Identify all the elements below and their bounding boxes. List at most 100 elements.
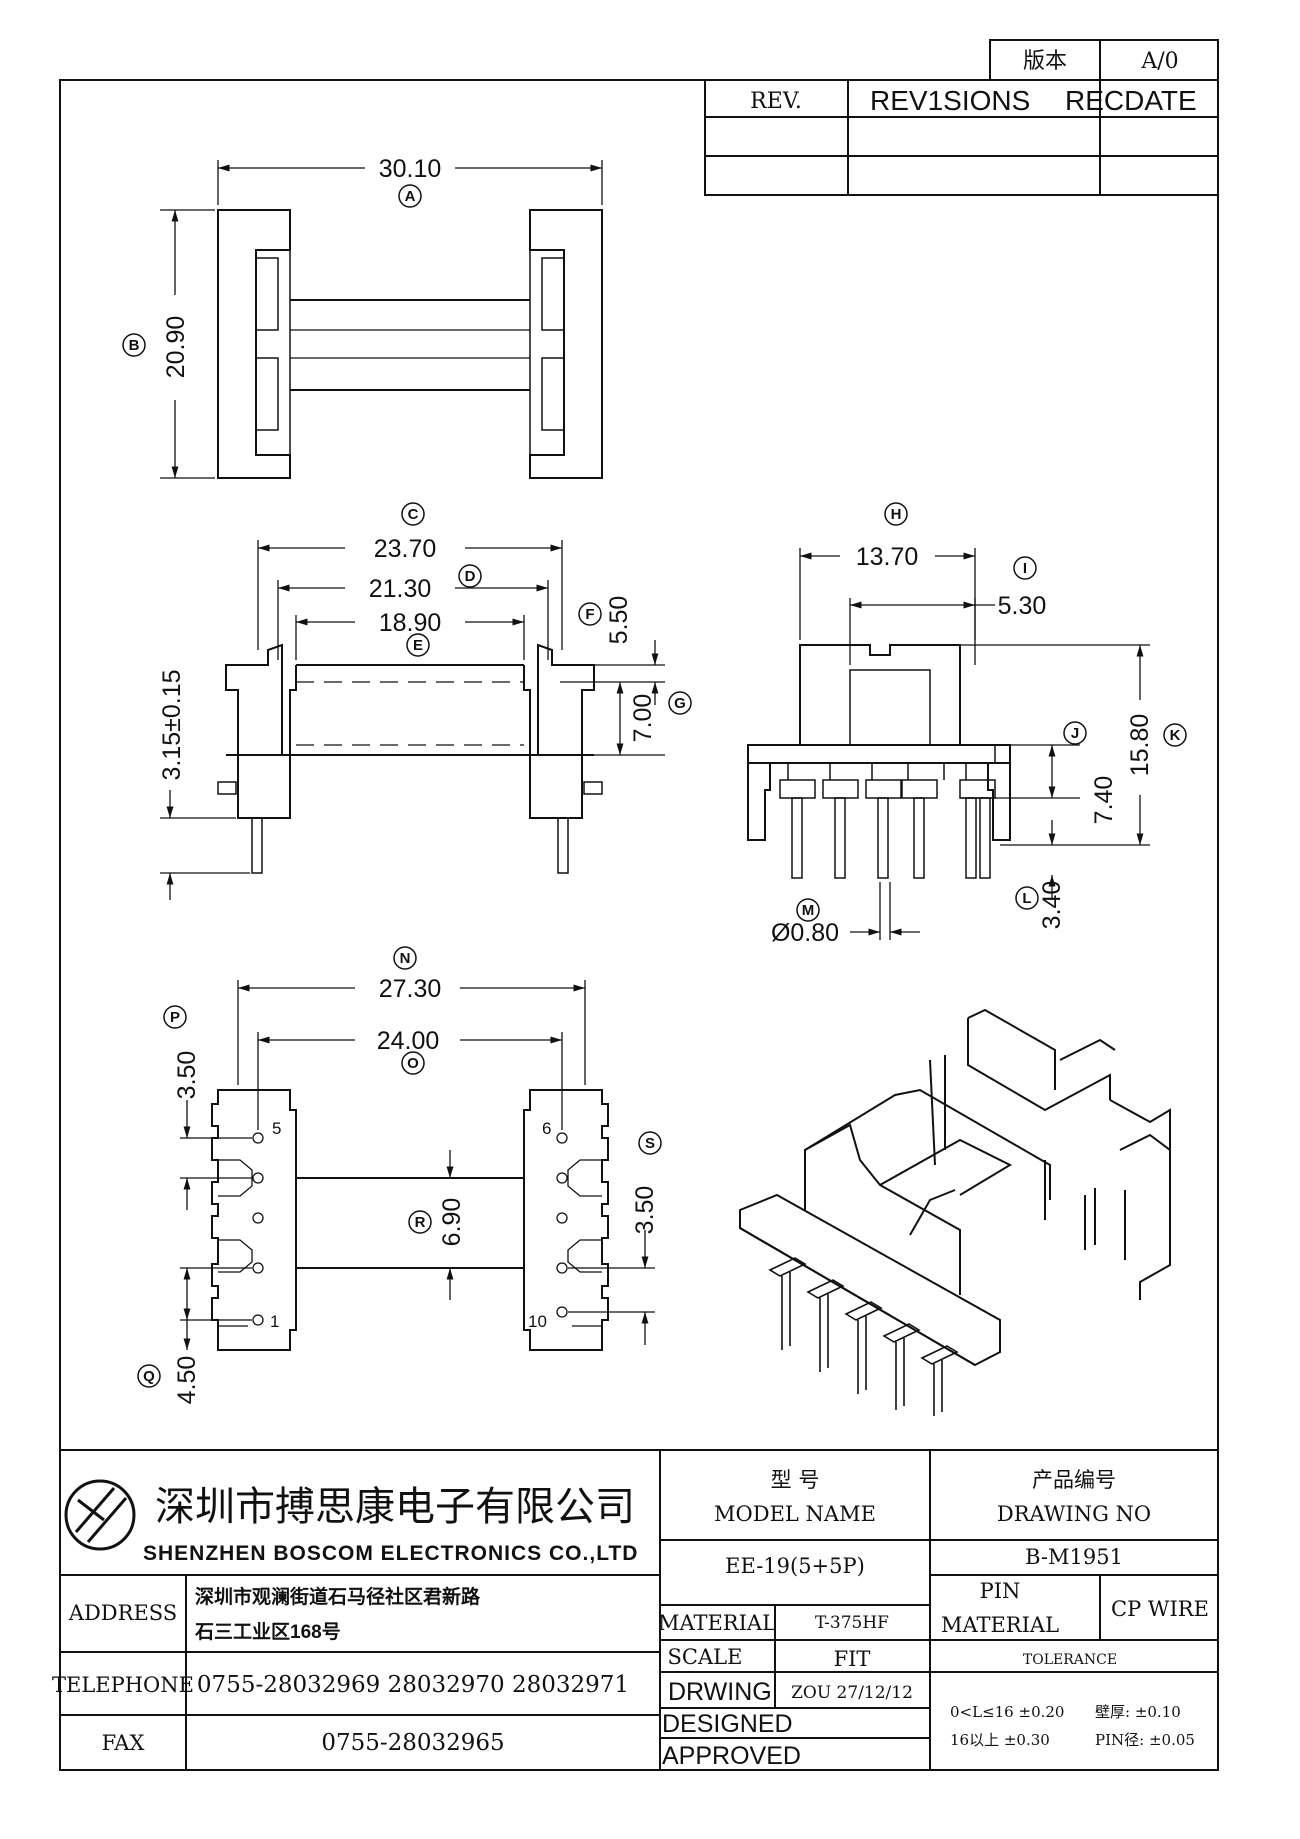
marker-a: A <box>398 184 422 208</box>
tolerance-label: TOLERANCE <box>1023 1652 1117 1668</box>
svg-text:F: F <box>585 606 594 623</box>
model-value: EE-19(5+5P) <box>725 1554 865 1578</box>
telephone-value: 0755-28032969 28032970 28032971 <box>197 1672 629 1698</box>
dim-r-value: 6.90 <box>438 1198 466 1247</box>
scale-label: SCALE <box>668 1645 743 1669</box>
marker-l: L <box>1015 886 1039 910</box>
svg-text:M: M <box>802 902 815 919</box>
version-label: 版本 <box>1023 49 1067 74</box>
svg-text:E: E <box>413 637 423 654</box>
marker-r: R <box>408 1210 432 1234</box>
svg-text:H: H <box>891 506 902 523</box>
recdate-label: RECDATE <box>1065 85 1197 116</box>
material-label: MATERIAL <box>658 1611 776 1635</box>
marker-k: K <box>1163 723 1187 747</box>
drawing-border <box>59 79 1219 1771</box>
tolerance-line-1a: 0<L≤16 ±0.20 <box>950 1703 1064 1721</box>
telephone-label: TELEPHONE <box>52 1673 194 1697</box>
fax-label: FAX <box>102 1731 145 1755</box>
company-name-cn: 深圳市搏思康电子有限公司 <box>155 1485 635 1529</box>
marker-g: G <box>668 691 692 715</box>
svg-text:N: N <box>400 950 411 967</box>
pin-6-label: 6 <box>542 1119 551 1138</box>
isometric-view[interactable] <box>739 1008 1171 1416</box>
pin-material-value: CP WIRE <box>1111 1597 1209 1621</box>
dim-n-value: 27.30 <box>379 975 442 1003</box>
pin-material-label-1: PIN <box>980 1579 1021 1603</box>
tolerance-line-2a: 16以上 ±0.30 <box>950 1731 1050 1749</box>
tolerance-line-2b: PIN径: ±0.05 <box>1095 1731 1195 1749</box>
svg-text:Q: Q <box>143 1368 155 1385</box>
svg-text:B: B <box>129 337 140 354</box>
dim-pin-tolerance: 3.15±0.15 <box>158 669 186 780</box>
address-line-1: 深圳市观澜街道石马径社区君新路 <box>195 1585 481 1608</box>
svg-text:G: G <box>674 695 686 712</box>
company-name-en: SHENZHEN BOSCOM ELECTRONICS CO.,LTD <box>143 1542 638 1565</box>
marker-s: S <box>638 1131 662 1155</box>
marker-n: N <box>393 946 417 970</box>
approved-label: APPROVED <box>662 1742 801 1770</box>
svg-text:O: O <box>407 1055 419 1072</box>
svg-text:I: I <box>1023 560 1027 577</box>
marker-p: P <box>163 1005 187 1029</box>
marker-j: J <box>1063 721 1087 745</box>
scale-value: FIT <box>834 1647 871 1671</box>
front-view <box>747 644 1011 879</box>
drwing-value: ZOU 27/12/12 <box>791 1683 913 1703</box>
svg-text:C: C <box>408 506 419 523</box>
marker-e: E <box>406 633 430 657</box>
svg-text:P: P <box>170 1009 180 1026</box>
dim-k-value: 15.80 <box>1126 714 1154 777</box>
svg-text:A: A <box>405 188 416 205</box>
dim-b-value: 20.90 <box>162 316 190 379</box>
dim-s-value: 3.50 <box>631 1186 659 1235</box>
dim-f-value: 5.50 <box>605 596 633 645</box>
side-view <box>217 643 603 874</box>
svg-text:J: J <box>1071 725 1079 742</box>
svg-text:R: R <box>415 1214 426 1231</box>
marker-m: M <box>796 898 820 922</box>
rev-label: REV. <box>750 89 802 114</box>
marker-d: D <box>458 564 482 588</box>
pin-5-label: 5 <box>272 1119 281 1138</box>
address-label: ADDRESS <box>68 1601 177 1625</box>
dim-a-value: 30.10 <box>379 155 442 183</box>
svg-text:D: D <box>465 568 476 585</box>
dim-e-value: 18.90 <box>379 609 442 637</box>
tolerance-line-1b: 壁厚: ±0.10 <box>1095 1703 1181 1721</box>
marker-i: I <box>1013 556 1037 580</box>
marker-h: H <box>884 502 908 526</box>
version-value: A/0 <box>1140 49 1178 74</box>
fax-value: 0755-28032965 <box>321 1730 504 1756</box>
marker-b: B <box>122 333 146 357</box>
dim-p-value: 3.50 <box>173 1051 201 1100</box>
marker-c: C <box>401 502 425 526</box>
company-logo-icon <box>64 1479 136 1551</box>
model-label-cn: 型 号 <box>771 1468 820 1492</box>
svg-text:K: K <box>1170 727 1181 744</box>
address-line-2: 石三工业区168号 <box>194 1621 341 1643</box>
dim-g-value: 7.00 <box>629 694 657 743</box>
dim-m-value: Ø0.80 <box>771 919 839 947</box>
pin-10-label: 10 <box>528 1312 547 1331</box>
dim-h-value: 13.70 <box>856 543 919 571</box>
model-label-en: MODEL NAME <box>714 1502 876 1526</box>
drawing-label-cn: 产品编号 <box>1032 1468 1116 1492</box>
marker-o: O <box>401 1051 425 1075</box>
revisions-label: REV1SIONS <box>870 85 1030 116</box>
pin-1-label: 1 <box>270 1312 279 1331</box>
svg-text:L: L <box>1022 890 1031 907</box>
drwing-label: DRWING <box>668 1678 772 1706</box>
dim-i-value: 5.30 <box>998 592 1047 620</box>
dim-d-value: 21.30 <box>369 575 432 603</box>
dim-c-value: 23.70 <box>374 535 437 563</box>
bottom-view <box>211 1089 609 1351</box>
dim-o-value: 24.00 <box>377 1027 440 1055</box>
marker-f: F <box>578 602 602 626</box>
drawing-value: B-M1951 <box>1025 1545 1123 1569</box>
top-view <box>217 209 603 479</box>
dim-q-value: 4.50 <box>173 1356 201 1405</box>
designed-label: DESIGNED <box>662 1710 793 1738</box>
svg-text:S: S <box>645 1135 655 1152</box>
